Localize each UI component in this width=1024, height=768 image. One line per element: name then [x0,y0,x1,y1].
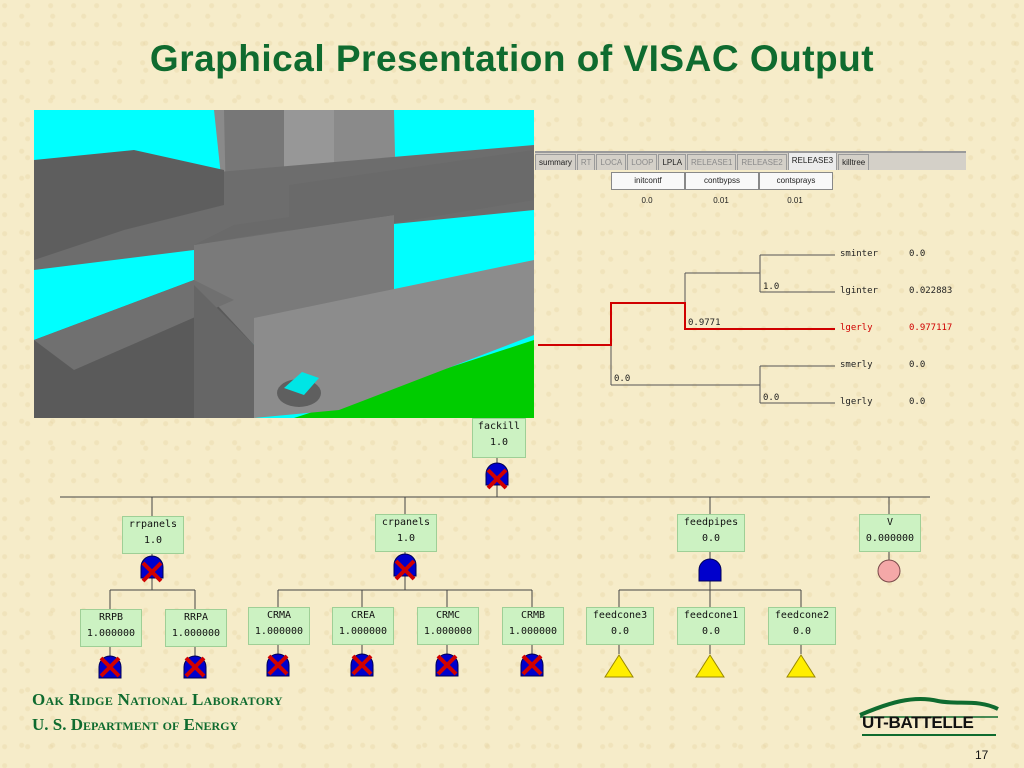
tab-killtree[interactable]: killtree [838,154,870,170]
fault-node[interactable]: V 0.000000 [859,514,921,552]
and-gate-icon [698,558,722,582]
triangle-event-icon [695,654,725,678]
3d-scene-view[interactable] [34,110,534,418]
outcome-value: 0.022883 [909,286,953,296]
node-value: 1.000000 [508,626,558,637]
node-name: rrpanels [128,519,178,530]
tab-release2[interactable]: RELEASE2 [737,154,787,170]
outcome-name-highlighted: lgerly [840,323,873,333]
and-gate-failed-icon [485,462,509,490]
node-name: CRMB [520,610,546,621]
node-value: 1.000000 [338,626,388,637]
and-gate-failed-icon [393,553,417,581]
node-name: CREA [350,610,376,621]
node-value: 0.0 [701,626,721,637]
3d-scene-render [34,110,534,418]
basic-event-failed-icon [350,653,374,677]
tab-rt[interactable]: RT [576,154,596,170]
outcome-name: lgerly [840,397,873,407]
node-value: 1.000000 [423,626,473,637]
node-name: feedcone1 [683,610,739,621]
fault-leaf[interactable]: CRMB 1.000000 [502,607,564,645]
node-value: 1.0 [396,533,416,544]
basic-event-failed-icon [98,655,122,679]
fault-leaf[interactable]: feedcone1 0.0 [677,607,745,645]
node-value: 1.0 [489,437,509,448]
event-tree-tab-strip: summary RT LOCA LOOP LPLA RELEASE1 RELEA… [535,151,966,170]
fault-leaf[interactable]: RRPB 1.000000 [80,609,142,647]
outcome-value-highlighted: 0.977117 [909,323,953,333]
fault-node[interactable]: crpanels 1.0 [375,514,437,552]
node-value: 1.000000 [171,628,221,639]
triangle-event-icon [604,654,634,678]
fault-node[interactable]: rrpanels 1.0 [122,516,184,554]
node-value: 0.0 [610,626,630,637]
node-name: V [886,517,894,528]
node-name: CRMA [266,610,292,621]
branch-label-b3: 0.0 [614,374,631,384]
basic-event-failed-icon [435,653,459,677]
tab-release3[interactable]: RELEASE3 [787,152,838,170]
event-header-initcontf[interactable]: initcontf [611,172,685,190]
outcome-value: 0.0 [909,249,926,259]
fault-node[interactable]: feedpipes 0.0 [677,514,745,552]
fault-leaf[interactable]: CRMA 1.000000 [248,607,310,645]
fault-leaf[interactable]: RRPA 1.000000 [165,609,227,647]
logo-text: UT-BATTELLE [862,713,974,732]
basic-event-failed-icon [183,655,207,679]
event-value-contbypss: 0.01 [713,196,729,205]
node-name: feedpipes [683,517,739,528]
node-value: 1.000000 [254,626,304,637]
outcome-name: sminter [840,249,878,259]
triangle-event-icon [786,654,816,678]
node-value: 0.0 [701,533,721,544]
node-value: 0.000000 [865,533,915,544]
outcome-name: lginter [840,286,878,296]
event-value-contsprays: 0.01 [787,196,803,205]
logo-underline [862,734,996,736]
node-value: 1.0 [143,535,163,546]
branch-label-b1: 1.0 [763,282,780,292]
node-name: feedcone2 [774,610,830,621]
fault-node-top[interactable]: fackill 1.0 [472,418,526,458]
outcome-value: 0.0 [909,397,926,407]
event-header-contbypss[interactable]: contbypss [685,172,759,190]
node-name: feedcone3 [592,610,648,621]
and-gate-failed-icon [140,555,164,583]
tab-release1[interactable]: RELEASE1 [687,154,737,170]
tab-lpla[interactable]: LPLA [658,154,687,170]
node-value: 1.000000 [86,628,136,639]
fault-leaf[interactable]: CREA 1.000000 [332,607,394,645]
page-number: 17 [975,748,989,762]
slide-title: Graphical Presentation of VISAC Output [149,38,875,79]
fault-leaf[interactable]: CRMC 1.000000 [417,607,479,645]
node-name: crpanels [381,517,431,528]
basic-event-failed-icon [266,653,290,677]
node-name: CRMC [435,610,461,621]
ut-battelle-logo: UT-BATTELLE [858,693,1000,737]
branch-label-b2: 0.9771 [688,318,721,328]
node-name: fackill [477,421,521,432]
fault-leaf[interactable]: feedcone3 0.0 [586,607,654,645]
footer-organization: Oak Ridge National Laboratory [32,690,283,709]
event-header-contsprays[interactable]: contsprays [759,172,833,190]
circle-event-icon [877,559,901,583]
node-name: RRPB [98,612,124,623]
fault-leaf[interactable]: feedcone2 0.0 [768,607,836,645]
outcome-name: smerly [840,360,873,370]
node-name: RRPA [183,612,209,623]
tab-loca[interactable]: LOCA [596,154,627,170]
logo-mountain-icon [859,697,999,718]
footer-department: U. S. Department of Energy [32,715,239,734]
tab-summary[interactable]: summary [535,154,576,170]
event-value-initcontf: 0.0 [641,196,653,205]
tab-loop[interactable]: LOOP [627,154,658,170]
basic-event-failed-icon [520,653,544,677]
node-value: 0.0 [792,626,812,637]
outcome-value: 0.0 [909,360,926,370]
branch-label-b4: 0.0 [763,393,780,403]
